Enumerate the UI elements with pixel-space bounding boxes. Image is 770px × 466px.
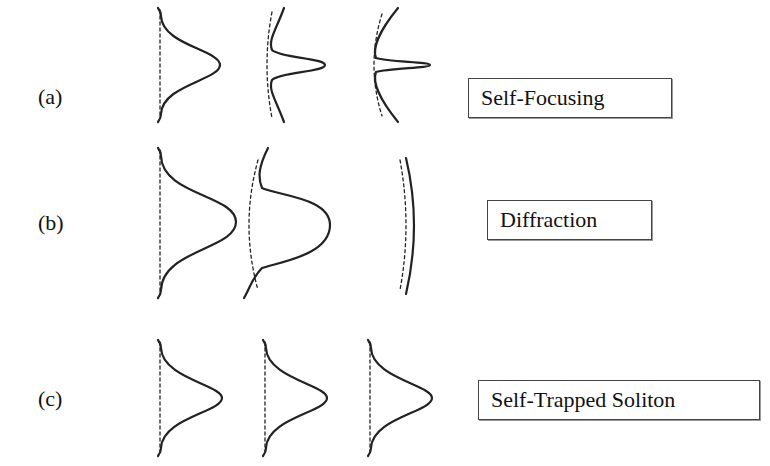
row-label: (b) — [38, 210, 64, 236]
label-box: Diffraction — [487, 200, 652, 240]
box-label: Diffraction — [500, 207, 597, 233]
label-box: Self-Trapped Soliton — [478, 380, 760, 420]
label-box: Self-Focusing — [468, 78, 672, 118]
box-label: Self-Focusing — [481, 85, 604, 111]
row-label: (a) — [38, 84, 62, 110]
box-label: Self-Trapped Soliton — [491, 387, 675, 413]
row-label: (c) — [38, 386, 62, 412]
